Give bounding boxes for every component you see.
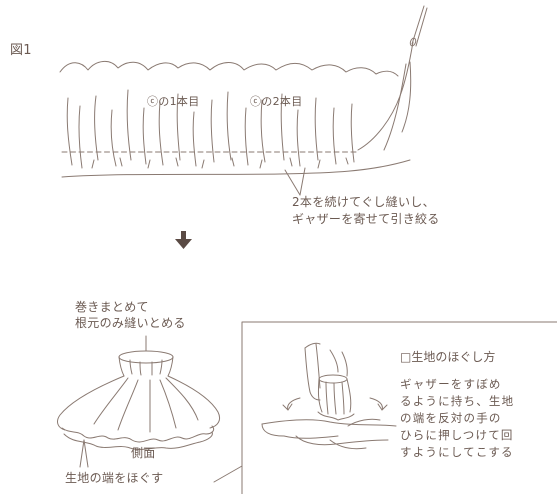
thread	[357, 41, 414, 151]
leader-line	[299, 167, 306, 196]
fabric-top-edge	[59, 61, 399, 77]
detail-panel-title: □生地のほぐし方	[400, 350, 496, 364]
wrap-note-line-1: 巻きまとめて	[75, 300, 149, 314]
detail-body-line: ひらに押しつけて回	[400, 428, 514, 442]
leader-line	[213, 465, 243, 483]
leader-line	[83, 439, 89, 468]
hands-illustration	[261, 342, 397, 450]
needle-icon	[409, 5, 428, 47]
detail-body-line: るように持ち、生地	[400, 394, 515, 408]
gathered-fabric-drawing	[59, 61, 411, 178]
leader-line	[79, 439, 85, 468]
stitch-label-second: ⓒの2本目	[250, 95, 303, 108]
stitch-label-first: ⓒの1本目	[147, 95, 200, 108]
detail-body-line: の端を反対の手の	[400, 411, 502, 425]
detail-panel-body: ギャザーをすぼめ るように持ち、生地 の端を反対の手の ひらに押しつけて回 すよ…	[400, 376, 514, 461]
side-view-label: 側面	[131, 446, 156, 460]
rotate-right-icon	[369, 397, 388, 411]
gather-instruction-line-1: 2本を続けてぐし縫いし、	[292, 195, 435, 209]
detail-body-line: ギャザーをすぼめ	[400, 377, 502, 391]
leader-line	[284, 169, 301, 196]
down-arrow-icon	[175, 231, 192, 249]
rotate-left-icon	[282, 397, 301, 411]
detail-panel-frame	[241, 321, 557, 494]
flower-side-view	[57, 350, 221, 450]
detail-body-line: すようにしてこする	[400, 445, 514, 459]
fray-edge-note: 生地の端をほぐす	[65, 471, 164, 485]
wrap-note-line-2: 根元のみ縫いとめる	[75, 316, 186, 330]
fabric-bottom-edge	[61, 159, 411, 178]
figure-label: 図1	[10, 43, 32, 58]
gather-instruction-line-2: ギャザーを寄せて引き絞る	[292, 212, 440, 226]
